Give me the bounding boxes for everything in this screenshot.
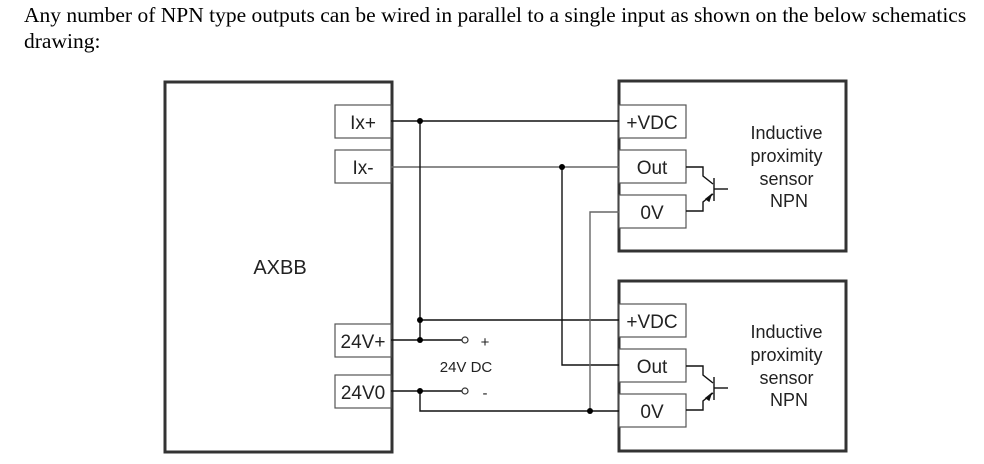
controller-axbb: AXBB Ix+ Ix- 24V+ 24V0 xyxy=(163,80,394,454)
sensor-2-terminal-out-label: Out xyxy=(637,357,668,378)
junction-dot xyxy=(417,388,423,394)
sensor-2-desc-line-1: Inductive xyxy=(750,322,822,342)
sensor-1-desc-line-1: Inductive xyxy=(750,123,822,143)
wiring xyxy=(391,118,619,414)
sensor-1-terminal-0v xyxy=(618,194,687,229)
sensor-1-description: Inductive proximity sensor NPN xyxy=(750,123,827,211)
terminal-24v0 xyxy=(334,374,392,409)
power-minus-label: - xyxy=(483,385,488,402)
junction-dot xyxy=(417,337,423,343)
power-plus-label: + xyxy=(481,334,490,351)
sensor-1-terminal-out xyxy=(618,149,687,184)
power-minus-terminal-icon xyxy=(461,387,469,395)
sensor-2: +VDC Out 0V Inductive proximity sensor N… xyxy=(617,279,848,453)
sensor-2-terminal-out xyxy=(618,348,687,383)
sensor-2-desc-line-3: sensor xyxy=(759,368,813,388)
terminal-ix-plus-label: Ix+ xyxy=(350,113,376,134)
sensor-1: +VDC Out 0V Inductive proximity sensor N… xyxy=(617,79,848,253)
junction-dot xyxy=(559,164,565,170)
npn-transistor-icon xyxy=(686,365,728,411)
power-supply-label: 24V DC xyxy=(440,359,493,376)
wire-0v-to-sensor2 xyxy=(419,391,619,412)
sensor-2-terminal-vdc xyxy=(618,303,687,338)
sensor-1-terminal-vdc-label: +VDC xyxy=(626,113,677,134)
intro-paragraph: Any number of NPN type outputs can be wi… xyxy=(24,3,967,53)
terminal-24v-plus-label: 24V+ xyxy=(341,332,386,353)
controller-name: AXBB xyxy=(253,257,306,279)
wire-out-bus xyxy=(561,167,619,366)
junction-dot xyxy=(587,408,593,414)
sensor-2-desc-line-2: proximity xyxy=(750,345,822,365)
sensor-2-description: Inductive proximity sensor NPN xyxy=(750,322,827,410)
terminal-24v-plus xyxy=(334,323,392,358)
terminal-24v0-label: 24V0 xyxy=(341,383,385,404)
sensor-1-desc-line-4: NPN xyxy=(770,191,808,211)
sensor-1-desc-line-3: sensor xyxy=(759,169,813,189)
sensor-2-terminal-0v-label: 0V xyxy=(640,402,664,423)
junction-dot xyxy=(417,118,423,124)
junction-dot xyxy=(417,317,423,323)
sensor-1-terminal-out-label: Out xyxy=(637,158,668,179)
sensor-2-terminal-0v xyxy=(618,393,687,428)
power-plus-terminal-icon xyxy=(461,336,469,344)
sensor-1-terminal-0v-label: 0V xyxy=(640,203,664,224)
sensor-2-desc-line-4: NPN xyxy=(770,390,808,410)
npn-transistor-icon xyxy=(686,166,728,212)
sensor-1-terminal-vdc xyxy=(618,104,687,139)
sensor-2-terminal-vdc-label: +VDC xyxy=(626,312,677,333)
sensor-1-desc-line-2: proximity xyxy=(750,146,822,166)
terminal-ix-minus-label: Ix- xyxy=(352,158,373,179)
wire-0v-bus xyxy=(589,211,619,411)
